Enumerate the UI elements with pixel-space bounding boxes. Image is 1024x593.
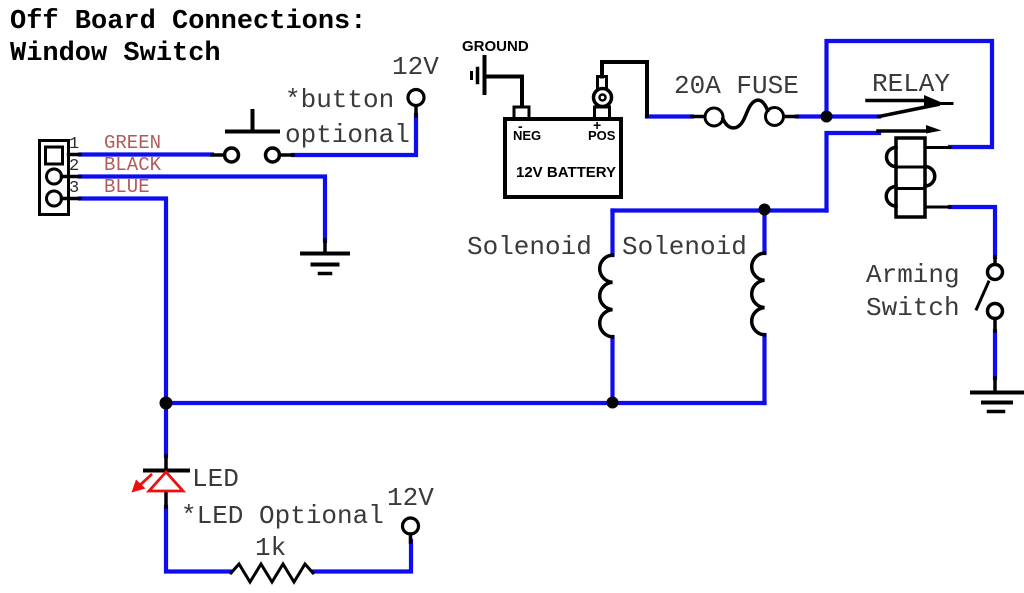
junction-dot [159, 396, 173, 410]
ring-terminal-icon [591, 75, 614, 109]
arming-switch-label-line2: Switch [866, 293, 960, 323]
wire-resistor-to-12v [310, 538, 414, 574]
page-title-line2: Window Switch [10, 39, 221, 69]
button-note-line1: *button [285, 85, 395, 115]
led-symbol [131, 469, 187, 493]
wire-coil-to-arming-switch [947, 204, 998, 260]
arming-switch-label-line1: Arming [866, 260, 960, 290]
wire-color-label-blue: BLUE [104, 176, 150, 198]
solenoid-right-label: Solenoid [622, 232, 747, 262]
junction-dot [758, 203, 771, 216]
wire-color-label-green: GREEN [104, 132, 162, 154]
ground-symbol-battery [470, 55, 487, 95]
battery-symbol [470, 55, 649, 199]
solenoid-left-label: Solenoid [467, 232, 592, 262]
wire-relay-coil-loop [824, 38, 995, 150]
resistor-value-label: 1k [255, 533, 287, 563]
ground-symbol-button [300, 238, 350, 276]
junction-dot [606, 396, 619, 409]
push-button-symbol [210, 109, 295, 164]
battery-pos-label: POS [588, 128, 616, 143]
connector-pin2-number: 2 [69, 157, 80, 176]
led-note-label: *LED Optional [181, 501, 384, 531]
battery-neg-sign: - [518, 118, 523, 134]
ground-symbol-arming [970, 376, 1024, 414]
solenoid-left-coil-symbol [597, 253, 615, 339]
connector-pin3-number: 3 [69, 179, 80, 198]
page-title-line1: Off Board Connections: [10, 7, 367, 37]
arming-switch-symbol [974, 255, 1005, 333]
wire-pin3-down [77, 196, 169, 406]
button-note-line2: optional [285, 120, 410, 150]
resistor-symbol [228, 561, 316, 585]
solenoid-right-coil-symbol [749, 251, 767, 337]
relay-contacts-symbol [865, 95, 954, 134]
battery-body [503, 117, 623, 199]
junction-dot [820, 110, 833, 123]
led-supply-label: 12V [387, 483, 434, 513]
fuse-symbol [690, 98, 799, 130]
relay-coil-symbol [884, 136, 952, 219]
led-emission-arrow-icon [131, 479, 146, 493]
led-12v-terminal [400, 516, 421, 544]
battery-name-label: 12V BATTERY [516, 164, 617, 181]
fuse-label: 20A FUSE [674, 71, 799, 101]
wire-led-to-resistor [163, 504, 234, 574]
battery-pos-sign: + [593, 117, 602, 133]
wire-relay-no-to-bus [824, 130, 882, 213]
wire-color-label-black: BLACK [104, 154, 162, 176]
wire-pin2-to-ground [77, 174, 328, 244]
connector-pin1-number: 1 [69, 135, 80, 154]
relay-label: RELAY [872, 69, 951, 99]
junction-dots [159, 110, 833, 410]
wires [77, 38, 998, 574]
battery-neg-label: NEG [513, 128, 542, 143]
button-supply-label: 12V [392, 52, 439, 82]
connector-symbol [38, 139, 82, 216]
ground-label: GROUND [462, 38, 529, 55]
wire-button-to-12v [290, 112, 419, 158]
led-label: LED [192, 464, 239, 494]
button-12v-terminal [406, 87, 426, 118]
